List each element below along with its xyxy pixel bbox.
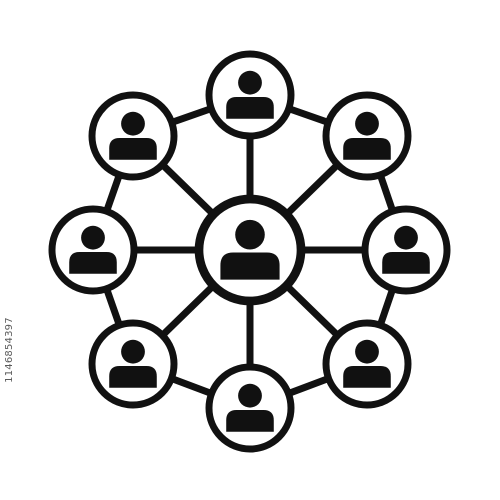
outer-user-node [205, 363, 295, 453]
node-ring [194, 194, 306, 306]
person-body [226, 410, 274, 432]
person-body [109, 138, 157, 160]
node-ring [205, 50, 295, 140]
user-icon [69, 225, 117, 274]
user-icon [109, 111, 157, 160]
node-ring [88, 319, 178, 409]
user-icon [226, 383, 274, 432]
user-icon [343, 111, 391, 160]
person-body [220, 252, 280, 280]
node-ring [322, 319, 412, 409]
person-head [238, 70, 262, 95]
hub-user-node [194, 194, 306, 306]
outer-user-node [361, 205, 451, 295]
person-head [355, 339, 379, 364]
person-head [121, 339, 145, 364]
node-ring [88, 91, 178, 181]
user-icon [109, 339, 157, 388]
outer-user-node [322, 319, 412, 409]
person-body [343, 138, 391, 160]
person-head [355, 111, 379, 136]
watermark-id-text: 1146854397 [4, 317, 15, 383]
user-icon [382, 225, 430, 274]
node-ring [322, 91, 412, 181]
person-body [382, 252, 430, 274]
outer-user-node [205, 50, 295, 140]
user-icon [226, 70, 274, 119]
node-ring [361, 205, 451, 295]
person-body [343, 366, 391, 388]
user-nodes [48, 50, 451, 453]
node-ring [48, 205, 138, 295]
person-head [238, 383, 262, 408]
outer-user-node [48, 205, 138, 295]
person-body [109, 366, 157, 388]
person-head [235, 219, 265, 250]
outer-user-node [88, 91, 178, 181]
person-head [81, 225, 105, 250]
user-icon [343, 339, 391, 388]
person-body [226, 97, 274, 119]
person-body [69, 252, 117, 274]
outer-user-node [88, 319, 178, 409]
person-head [121, 111, 145, 136]
outer-user-node [322, 91, 412, 181]
user-icon [220, 219, 280, 280]
node-ring [205, 363, 295, 453]
person-head [394, 225, 418, 250]
